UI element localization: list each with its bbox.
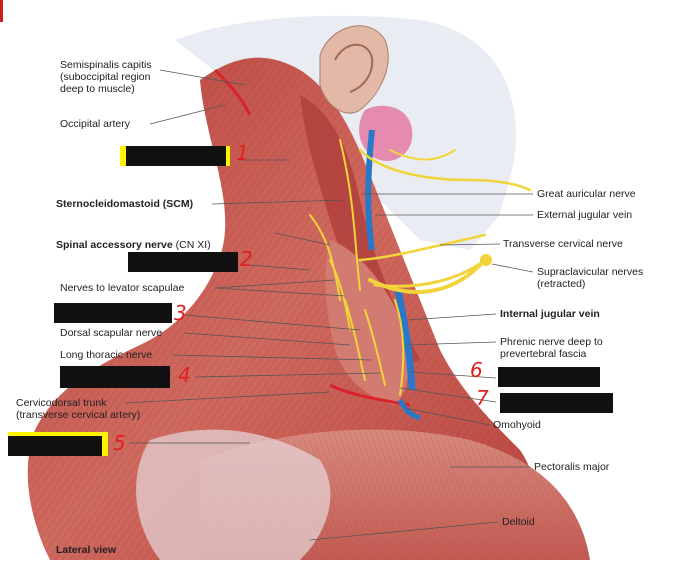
label-transverse-cervical: Transverse cervical nerve bbox=[503, 238, 623, 250]
nerve-near-parotid bbox=[389, 149, 456, 161]
leader-levator-b bbox=[214, 279, 336, 289]
label-pectoralis-major: Pectoralis major bbox=[534, 461, 610, 473]
leader-spinal-accessory bbox=[274, 232, 331, 246]
leader-cervicodorsal bbox=[124, 391, 331, 404]
red-margin-bar bbox=[0, 0, 3, 22]
spinal-accessory-nerve-path bbox=[309, 214, 341, 301]
redaction-box-5 bbox=[8, 436, 102, 456]
annotation-4: 4 bbox=[178, 363, 191, 387]
label-dorsal-scapular: Dorsal scapular nerve bbox=[60, 327, 163, 339]
base-vein bbox=[397, 398, 421, 421]
label-internal-jugular: Internal jugular vein bbox=[500, 308, 600, 320]
label-great-auricular: Great auricular nerve bbox=[537, 188, 636, 200]
levator-nerve-path bbox=[329, 259, 351, 331]
leader-4 bbox=[194, 372, 381, 378]
annotation-3: 3 bbox=[174, 301, 187, 325]
leader-long-thoracic bbox=[171, 354, 373, 361]
label-phrenic: Phrenic nerve deep to prevertebral fasci… bbox=[500, 336, 603, 360]
leader-2 bbox=[249, 264, 311, 271]
redaction-box-6 bbox=[498, 367, 600, 387]
leader-phrenic bbox=[404, 341, 497, 346]
long-thoracic-nerve-path bbox=[364, 309, 386, 386]
annotation-1: 1 bbox=[236, 141, 249, 165]
label-scm: Sternocleidomastoid (SCM) bbox=[56, 198, 194, 210]
redaction-box-1 bbox=[126, 146, 226, 166]
nerve-group bbox=[309, 139, 532, 396]
label-deltoid: Deltoid bbox=[502, 516, 535, 528]
label-lateral-view: Lateral view bbox=[56, 544, 117, 556]
posterior-triangle bbox=[325, 240, 409, 405]
leader-levator-a bbox=[214, 287, 346, 297]
ear-inner bbox=[334, 43, 374, 93]
leader-3 bbox=[184, 314, 361, 331]
leader-supraclavicular bbox=[491, 263, 534, 273]
label-nerves-levator-scapulae: Nerves to levator scapulae bbox=[60, 282, 185, 294]
phrenic-nerve-path bbox=[394, 299, 405, 396]
leader-internal-jugular bbox=[407, 313, 497, 321]
label-occipital-artery: Occipital artery bbox=[60, 118, 131, 130]
leader-lines-left bbox=[124, 69, 381, 444]
leader-6 bbox=[409, 371, 497, 379]
external-jugular-vessel bbox=[365, 129, 375, 251]
occipital-artery-vessel bbox=[213, 68, 252, 116]
annotation-5: 5 bbox=[113, 431, 126, 455]
leader-7 bbox=[399, 387, 497, 403]
redaction-box-4 bbox=[60, 366, 170, 388]
label-spinal-accessory-bold: Spinal accessory nerve bbox=[56, 239, 173, 251]
label-spinal-accessory: Spinal accessory nerve (CN XI) bbox=[56, 227, 211, 251]
supraclavicular-branch bbox=[373, 256, 490, 288]
internal-jugular-vessel bbox=[394, 289, 416, 391]
annotation-7: 7 bbox=[476, 386, 489, 410]
label-supraclavicular: Supraclavicular nerves (retracted) bbox=[537, 266, 644, 290]
leader-deltoid bbox=[309, 521, 499, 541]
leader-dorsal-scapular bbox=[184, 332, 351, 346]
label-cervicodorsal-trunk: Cervicodorsal trunk (transverse cervical… bbox=[16, 397, 141, 421]
redaction-box-3 bbox=[54, 303, 172, 323]
leader-occipital bbox=[149, 104, 226, 125]
nerve-clamp bbox=[480, 254, 492, 266]
leader-lines-right bbox=[309, 193, 534, 541]
cervical-plexus-branch bbox=[339, 139, 361, 291]
annotation-2: 2 bbox=[240, 247, 253, 271]
leader-omohyoid bbox=[404, 407, 491, 426]
ear bbox=[319, 25, 389, 114]
redaction-box-7 bbox=[500, 393, 613, 413]
label-long-thoracic: Long thoracic nerve bbox=[60, 349, 153, 361]
label-external-jugular: External jugular vein bbox=[537, 209, 633, 221]
label-omohyoid: Omohyoid bbox=[493, 419, 541, 431]
redaction-box-2 bbox=[128, 252, 238, 272]
leader-transverse-cervical bbox=[439, 243, 501, 246]
great-auricular-nerve-path bbox=[358, 148, 532, 192]
leader-scm bbox=[211, 199, 346, 205]
label-semispinalis-capitis: Semispinalis capitis (suboccipital regio… bbox=[60, 59, 152, 95]
label-spinal-accessory-rest: (CN XI) bbox=[172, 239, 211, 251]
leader-semispinalis bbox=[159, 69, 246, 86]
transverse-cervical-nerve-path bbox=[358, 233, 487, 262]
annotation-6: 6 bbox=[470, 358, 483, 382]
deltoid-fascia bbox=[136, 429, 331, 560]
